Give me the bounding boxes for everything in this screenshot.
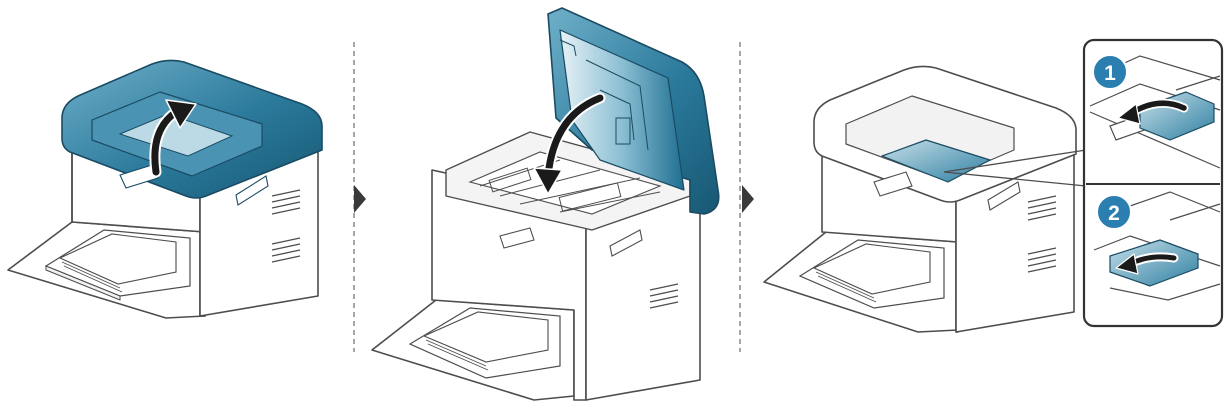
- step-badge-2: [1096, 194, 1132, 230]
- chevron-right-icon-2: [742, 185, 754, 213]
- step2-printer: [371, 7, 720, 401]
- zoom-panel-2: 2: [1093, 191, 1221, 301]
- zoom-callout: 1 2: [1082, 38, 1224, 328]
- step3-paper-support: [881, 139, 991, 183]
- step1-printer: [7, 59, 323, 319]
- zoom-panel-1: 1: [1089, 54, 1221, 169]
- step3-printer: [763, 65, 1087, 333]
- step-badge-2-label: 2: [1108, 202, 1120, 225]
- step-badge-1: [1092, 54, 1128, 90]
- step-badge-1-label: 1: [1104, 62, 1116, 85]
- chevron-right-icon-1: [354, 185, 366, 213]
